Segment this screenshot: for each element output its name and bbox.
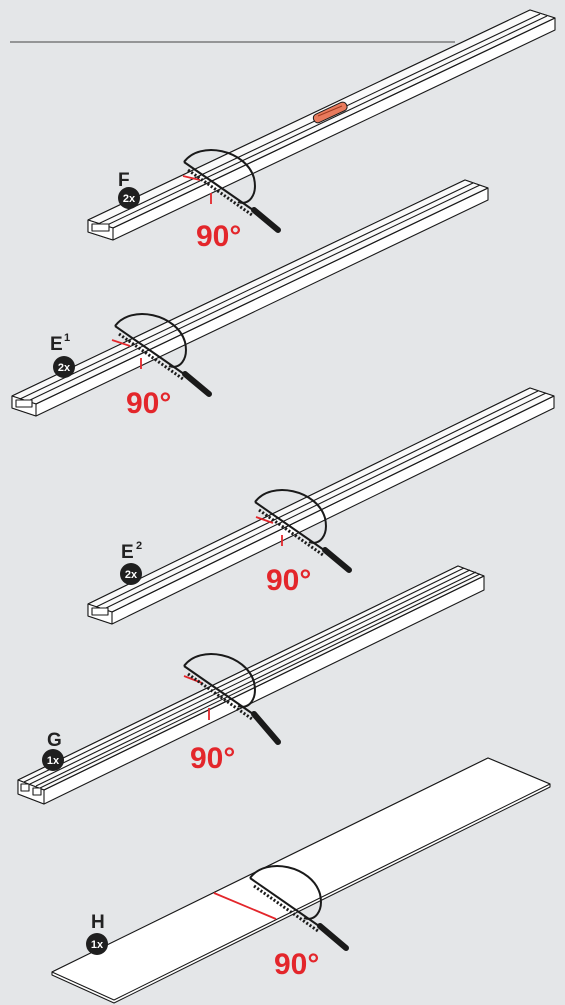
part-h-group: H 1x 90° xyxy=(51,757,551,1004)
part-f-group: F 2x 90° xyxy=(87,9,556,253)
quantity-badge xyxy=(118,187,140,209)
quantity-label: 2x xyxy=(123,193,136,205)
sheet-h xyxy=(51,757,551,1004)
saw-icon xyxy=(114,313,212,397)
cut-line-e1 xyxy=(111,339,131,347)
part-e2-group: E 2 2x 90° xyxy=(87,387,555,625)
angle-label: 90° xyxy=(196,220,241,253)
part-g-group: G 1x 90° xyxy=(17,565,485,805)
angle-label: 90° xyxy=(274,948,319,981)
saw-icon xyxy=(249,865,349,951)
spirit-level-icon xyxy=(312,101,348,124)
part-letter: E xyxy=(121,542,134,563)
saw-icon xyxy=(183,149,281,233)
profile-e2 xyxy=(87,387,555,625)
profile-g xyxy=(17,565,485,805)
quantity-badge xyxy=(42,749,64,771)
quantity-badge xyxy=(86,933,108,955)
quantity-label: 2x xyxy=(58,362,71,374)
quantity-badge xyxy=(120,563,142,585)
quantity-badge xyxy=(53,356,75,378)
cut-line-f xyxy=(182,175,201,181)
profile-e1 xyxy=(11,179,489,417)
part-letter: G xyxy=(47,730,62,751)
cut-line-h xyxy=(213,892,277,920)
part-e1-group: E 1 2x 90° xyxy=(11,179,489,420)
profile-f xyxy=(87,9,556,241)
cut-line-e2 xyxy=(255,516,274,524)
saw-icon xyxy=(183,653,281,745)
quantity-label: 1x xyxy=(91,939,104,951)
quantity-label: 1x xyxy=(47,755,60,767)
part-letter: F xyxy=(118,170,130,191)
part-superscript: 2 xyxy=(136,540,142,552)
saw-icon xyxy=(254,489,352,573)
quantity-label: 2x xyxy=(125,569,138,581)
angle-label: 90° xyxy=(190,742,235,775)
angle-label: 90° xyxy=(126,387,171,420)
part-letter: H xyxy=(91,912,105,933)
part-letter: E xyxy=(50,334,63,355)
angle-label: 90° xyxy=(266,564,311,597)
part-superscript: 1 xyxy=(64,332,70,344)
